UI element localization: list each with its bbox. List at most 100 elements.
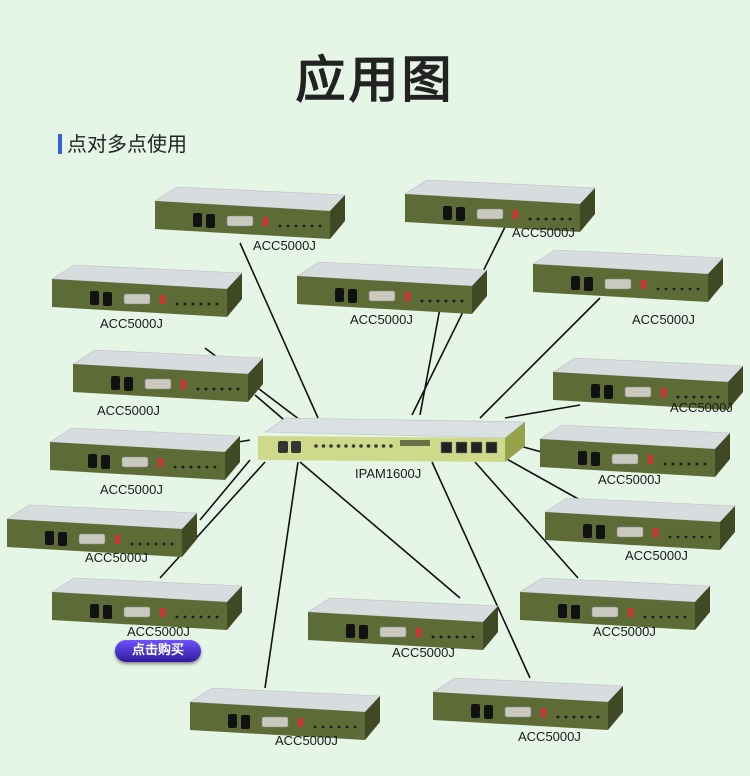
center-device: IPAM1600J [258,418,525,481]
port [578,451,587,465]
led [569,218,572,221]
led [174,466,177,469]
port [241,715,250,729]
device-acc: ACC5000J [155,187,345,253]
port [596,525,605,539]
led [597,716,600,719]
device-label: ACC5000J [350,312,413,327]
switch [181,380,186,389]
led [237,388,240,391]
switch [158,458,163,467]
led [445,300,448,303]
led [311,225,314,228]
led [214,466,217,469]
led [287,225,290,228]
port [335,288,344,302]
connection-line [300,462,460,598]
led [344,444,348,448]
led [155,543,158,546]
serial-port [124,294,150,304]
serial-port [592,607,618,617]
led [319,225,322,228]
led [704,463,707,466]
switch [115,535,120,544]
port [45,531,54,545]
led [303,225,306,228]
logo-mark [400,440,430,446]
switch [628,608,633,617]
switch [405,292,410,301]
port [206,214,215,228]
led [322,444,326,448]
led [693,536,696,539]
device-acc: ACC5000J [52,578,242,639]
led [553,218,556,221]
center-device-label: IPAM1600J [355,466,421,481]
device-label: ACC5000J [632,312,695,327]
led [192,616,195,619]
led [374,444,378,448]
serial-port [605,279,631,289]
led [329,444,333,448]
switch [160,608,165,617]
port [124,377,133,391]
serial-port [79,534,105,544]
port [359,625,368,639]
led [216,616,219,619]
port [348,289,357,303]
led [437,300,440,303]
device-acc: ACC5000J [190,688,380,748]
led [557,716,560,719]
port [604,385,613,399]
device-label: ACC5000J [392,645,455,660]
led [453,300,456,303]
buy-button[interactable]: 点击购买 [115,640,201,662]
led [688,463,691,466]
led [472,636,475,639]
device-acc: ACC5000J [545,498,735,563]
led [581,716,584,719]
led [685,396,688,399]
led [429,300,432,303]
device-acc: ACC5000J [308,598,498,660]
serial-port [262,717,288,727]
led [689,288,692,291]
device-acc: ACC5000J [405,180,595,240]
serial-port [612,454,638,464]
led [200,303,203,306]
port [346,624,355,638]
switch [541,708,546,717]
serial-port [124,607,150,617]
led [668,616,671,619]
led [389,444,393,448]
device-acc: ACC5000J [540,425,730,487]
led [206,466,209,469]
port [571,605,580,619]
device-acc: ACC5000J [73,350,263,418]
port [456,207,465,221]
led [669,536,672,539]
led [677,396,680,399]
led [680,463,683,466]
switch [416,628,421,637]
device-label: ACC5000J [275,733,338,748]
led [421,300,424,303]
switch [653,528,658,537]
device-label: ACC5000J [518,729,581,744]
port [193,213,202,227]
device-label: ACC5000J [253,238,316,253]
led [197,388,200,391]
port [103,292,112,306]
port [88,454,97,468]
led [676,616,679,619]
serial-port [369,291,395,301]
port [90,604,99,618]
switch [263,217,268,226]
led [589,716,592,719]
switch [641,280,646,289]
led [464,636,467,639]
led [565,716,568,719]
led [192,303,195,306]
led [456,636,459,639]
